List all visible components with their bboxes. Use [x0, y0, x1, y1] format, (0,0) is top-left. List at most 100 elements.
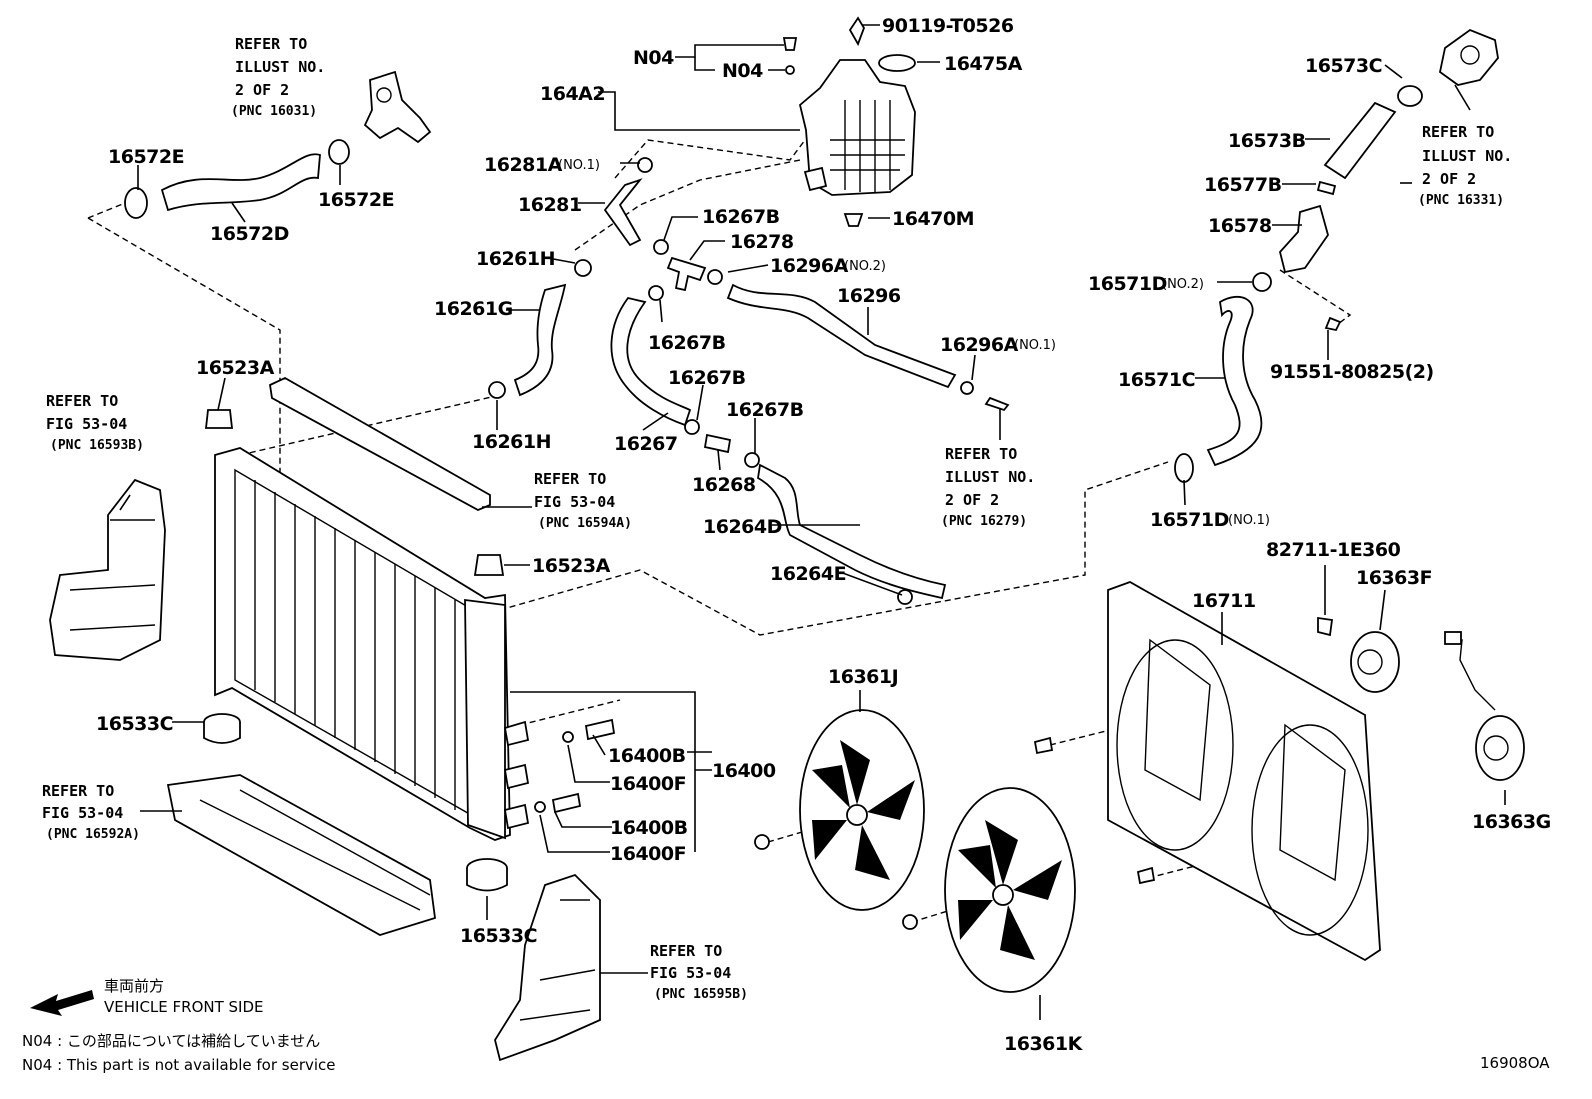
- reservoir-tank-164a2: [782, 16, 916, 227]
- vehicle-front-arrow-icon: [30, 990, 94, 1016]
- tee-16278: [666, 256, 707, 292]
- diagram-id: 16908OA: [1480, 1054, 1550, 1072]
- pipe-stub-16279: [984, 396, 1010, 412]
- label-16578: 16578: [1208, 215, 1272, 237]
- label-16573c: 16573C: [1305, 55, 1382, 77]
- label-n04-b: N04: [722, 60, 763, 82]
- pipe-16578: [1279, 204, 1329, 274]
- label-16361j: 16361J: [828, 666, 898, 688]
- nut-16361k: [902, 914, 918, 930]
- ref-note-16593b: REFER TO FIG 53-04 (PNC 16593B): [46, 392, 144, 453]
- fan-16361k: [944, 787, 1076, 993]
- hose-16264d: [757, 463, 947, 605]
- label-16572e-top: 16572E: [108, 146, 184, 168]
- hose-16281: [574, 157, 669, 277]
- svg-text:(PNC 16031): (PNC 16031): [231, 104, 317, 119]
- svg-text:ILLUST NO.: ILLUST NO.: [235, 58, 325, 76]
- cushion-16523a-mid: [473, 554, 505, 576]
- label-16400b-b: 16400B: [610, 817, 688, 839]
- label-16533c-bot: 16533C: [460, 925, 537, 947]
- water-outlet-16031: [363, 70, 432, 144]
- label-16264d: 16264D: [703, 516, 782, 538]
- clamp-16577b: [1316, 180, 1337, 196]
- part-labels: 16572E 16572D 16572E 164A2 N04 N04 90119…: [96, 15, 1551, 1055]
- clamp-16296a-no1: [960, 381, 974, 395]
- leader-lines: [119, 24, 1506, 1020]
- bolt-shroud-a: [1033, 736, 1054, 755]
- ref-note-16331: REFER TO ILLUST NO. 2 OF 2 (PNC 16331): [1418, 123, 1512, 208]
- n04-note-en: N04 : This part is not available for ser…: [22, 1056, 336, 1074]
- label-90119: 90119-T0526: [882, 15, 1014, 37]
- label-16523a-mid: 16523A: [532, 555, 611, 577]
- hose-16573b: [1323, 85, 1423, 180]
- label-16296a-no2-suffix: (NO.2): [844, 259, 886, 274]
- water-inlet-16331: [1438, 28, 1499, 86]
- n04-note-jp: N04 : この部品については補給していません: [22, 1032, 320, 1050]
- drain-plugs-16400b-16400f: [534, 718, 616, 814]
- label-16400: 16400: [712, 760, 776, 782]
- label-16573b: 16573B: [1228, 130, 1306, 152]
- label-16296a-no2: 16296A: [770, 255, 849, 277]
- vehicle-front-en: VEHICLE FRONT SIDE: [104, 998, 264, 1016]
- svg-text:2 OF 2: 2 OF 2: [945, 491, 999, 509]
- svg-text:REFER TO: REFER TO: [46, 392, 118, 410]
- svg-text:(PNC 16594A): (PNC 16594A): [538, 516, 632, 531]
- svg-text:(PNC 16593B): (PNC 16593B): [50, 438, 144, 453]
- label-16571d-no1: 16571D: [1150, 509, 1229, 531]
- svg-text:REFER TO: REFER TO: [42, 782, 114, 800]
- hose-16571c: [1174, 295, 1263, 483]
- reference-notes: REFER TO ILLUST NO. 2 OF 2 (PNC 16031) R…: [42, 35, 1512, 1002]
- label-16571d-no1-suffix: (NO.1): [1228, 513, 1270, 528]
- hose-16572d: [124, 139, 350, 219]
- svg-text:(PNC 16592A): (PNC 16592A): [46, 827, 140, 842]
- vehicle-front-jp: 車両前方: [104, 977, 164, 995]
- hose-16296: [726, 283, 957, 389]
- label-16267b-c: 16267B: [668, 367, 746, 389]
- label-82711: 82711-1E360: [1266, 539, 1401, 561]
- ref-note-16592a: REFER TO FIG 53-04 (PNC 16592A): [42, 782, 140, 842]
- nut-16361j: [754, 834, 770, 850]
- hose-16261g: [488, 283, 567, 399]
- svg-text:REFER TO: REFER TO: [650, 942, 722, 960]
- svg-text:FIG 53-04: FIG 53-04: [42, 804, 123, 822]
- bolt-91551: [1324, 316, 1342, 332]
- label-16470m: 16470M: [892, 208, 974, 230]
- label-16296a-no1-suffix: (NO.1): [1014, 338, 1056, 353]
- svg-text:2 OF 2: 2 OF 2: [1422, 170, 1476, 188]
- label-16572d: 16572D: [210, 223, 289, 245]
- label-16475a: 16475A: [944, 53, 1023, 75]
- clamp-16296a-no2: [707, 269, 723, 285]
- label-16571d-no2: 16571D: [1088, 273, 1167, 295]
- label-16363f: 16363F: [1356, 567, 1432, 589]
- svg-text:2 OF 2: 2 OF 2: [235, 81, 289, 99]
- label-16261h-bot: 16261H: [472, 431, 551, 453]
- svg-text:FIG 53-04: FIG 53-04: [46, 415, 127, 433]
- svg-text:ILLUST NO.: ILLUST NO.: [1422, 147, 1512, 165]
- label-16268: 16268: [692, 474, 756, 496]
- label-16267b-b: 16267B: [648, 332, 726, 354]
- legend: 車両前方 VEHICLE FRONT SIDE N04 : この部品については補…: [22, 977, 336, 1074]
- air-guide-16593b: [49, 478, 166, 661]
- label-16267b-d: 16267B: [726, 399, 804, 421]
- ref-note-16594a: REFER TO FIG 53-04 (PNC 16594A): [534, 470, 632, 531]
- svg-text:FIG 53-04: FIG 53-04: [650, 964, 731, 982]
- label-16264e: 16264E: [770, 563, 846, 585]
- label-16261h-top: 16261H: [476, 248, 555, 270]
- label-16363g: 16363G: [1472, 811, 1551, 833]
- label-16533c-top: 16533C: [96, 713, 173, 735]
- svg-text:FIG 53-04: FIG 53-04: [534, 493, 615, 511]
- label-16267: 16267: [614, 433, 678, 455]
- cushion-16533c-bot: [466, 858, 508, 892]
- hose-16267: [610, 285, 700, 435]
- union-16268: [703, 433, 732, 454]
- clamp-16267b-d: [744, 452, 760, 468]
- svg-text:REFER TO: REFER TO: [235, 35, 307, 53]
- motor-16363g: [1444, 631, 1525, 781]
- cushion-16523a-top: [204, 409, 234, 429]
- fan-shroud-16711: [1107, 581, 1381, 962]
- connector-82711: [1317, 616, 1334, 637]
- svg-text:ILLUST NO.: ILLUST NO.: [945, 468, 1035, 486]
- label-16400f-b: 16400F: [610, 843, 686, 865]
- ref-note-16031: REFER TO ILLUST NO. 2 OF 2 (PNC 16031): [231, 35, 325, 119]
